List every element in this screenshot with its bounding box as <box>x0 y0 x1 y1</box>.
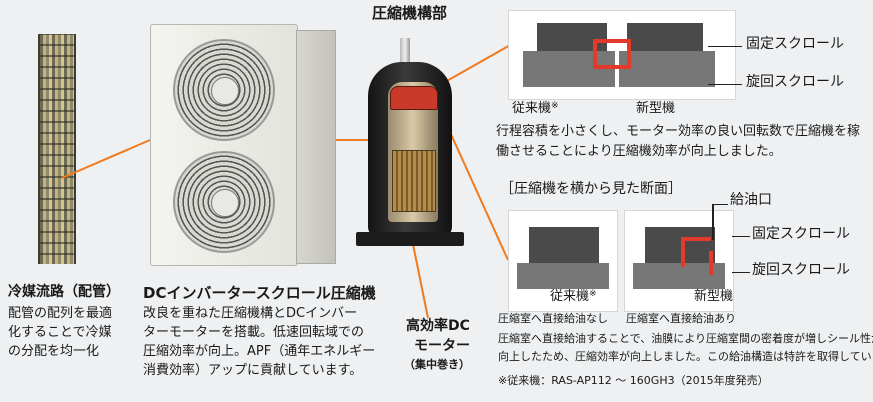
top-desc-2: 働させることにより圧縮機効率が向上しました。 <box>496 144 782 159</box>
top-scroll-diagram <box>508 10 736 100</box>
side-desc-2: 向上したため、圧縮効率が向上しました。この給油構造は特許を取得しています。 <box>498 350 873 363</box>
motor-title-2: モーター <box>414 338 470 354</box>
top-label-old-model: 従来機※ <box>512 101 559 116</box>
side-desc-1: 圧縮室へ直接給油することで、油膜により圧縮室間の密着度が増しシール性が <box>498 332 873 345</box>
pipe-desc-1: 配管の配列を最適 <box>8 306 113 321</box>
compressor-desc-3: 圧縮効率が向上。APF（通年エネルギー <box>143 344 376 359</box>
pipe-desc-2: 化することで冷媒 <box>8 325 112 340</box>
top-desc-1: 行程容積を小さくし、モーター効率の良い回転数で圧縮機を稼 <box>496 124 861 139</box>
pipe-callout-line <box>61 139 151 179</box>
side-caption-new: 圧縮室へ直接給油あり <box>626 312 736 325</box>
side-label-new-model: 新型機 <box>694 289 734 304</box>
side-footnote: ※従来機：RAS-AP112 ～ 160GH3（2015年度発売） <box>498 374 769 387</box>
side-label-oil-port: 給油口 <box>730 192 772 208</box>
oil-port-leader <box>712 204 714 240</box>
top-orbit-leader <box>708 84 742 85</box>
scroll-top-callout-line <box>437 43 513 87</box>
compressor-desc-1: 改良を重ねた圧縮機構とDCインバー <box>143 306 358 321</box>
compressor-desc-2: ターモーターを搭載。低速回転域での <box>143 325 365 340</box>
outdoor-unit-image <box>150 24 298 266</box>
side-diagram-old <box>508 210 618 312</box>
side-fixed-leader <box>732 236 750 237</box>
refrigerant-pipe-image <box>38 34 76 264</box>
compressor-desc-4: 消費効率）アップに貢献しています。 <box>143 363 363 378</box>
pipe-title: 冷媒流路（配管） <box>8 284 120 300</box>
compressor-section-title: 圧縮機構部 <box>372 4 448 22</box>
upper-fan-icon <box>173 39 275 141</box>
compressor-base <box>356 232 464 246</box>
compressor-pipe <box>400 38 410 68</box>
side-diagram-new <box>624 210 734 312</box>
side-label-orbit-scroll: 旋回スクロール <box>752 262 850 278</box>
oil-port-leader-h <box>712 204 728 205</box>
lower-fan-icon <box>173 151 275 253</box>
side-caption-old: 圧縮室へ直接給油なし <box>498 312 608 325</box>
motor-title-1: 高効率DC <box>406 318 470 334</box>
compressor-motor-part <box>392 150 436 212</box>
side-section-title: ［圧縮機を横から見た断面］ <box>500 181 682 197</box>
side-label-fixed-scroll: 固定スクロール <box>752 226 850 242</box>
compressor-scroll-part <box>390 86 438 110</box>
side-label-old-model: 従来機※ <box>550 289 597 304</box>
side-orbit-leader <box>732 272 750 273</box>
top-label-orbit-scroll: 旋回スクロール <box>746 74 844 90</box>
pipe-desc-3: の分配を均一化 <box>8 344 100 359</box>
outdoor-unit-side-panel <box>296 30 336 264</box>
top-label-new-model: 新型機 <box>636 101 676 116</box>
compressor-title: DCインバータースクロール圧縮機 <box>143 284 376 302</box>
top-fixed-leader <box>708 46 742 47</box>
motor-sub: （集中巻き） <box>404 358 470 371</box>
top-label-fixed-scroll: 固定スクロール <box>746 36 844 52</box>
